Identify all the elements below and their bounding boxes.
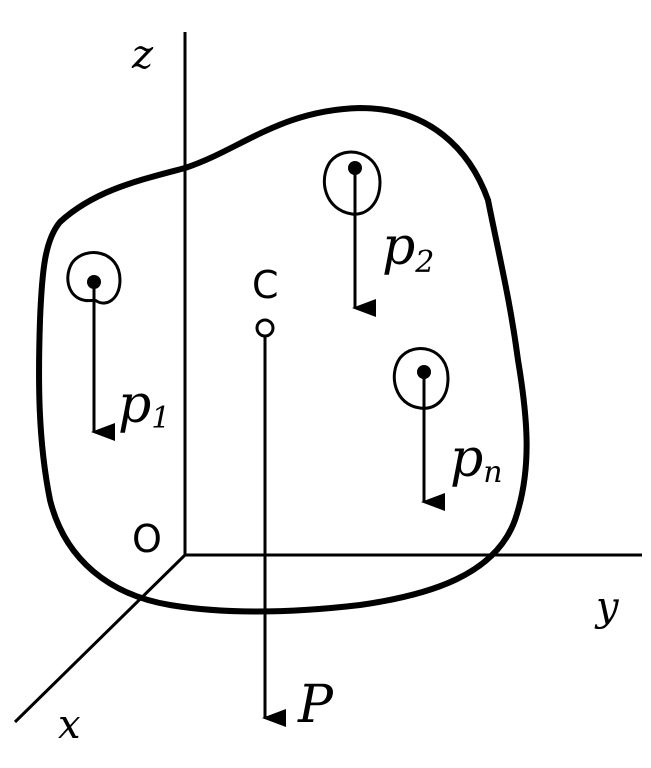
force-label-n: pn (450, 429, 503, 490)
center-point (255, 318, 275, 338)
origin-label: O (132, 517, 162, 561)
particle-n-loop (392, 347, 450, 410)
particle-2-loop (322, 150, 382, 216)
x-axis-label: x (58, 702, 81, 748)
resultant-label: P (297, 675, 334, 735)
force-label-1: p1 (118, 375, 170, 436)
z-axis-label: z (131, 32, 154, 78)
force-label-2: p2 (382, 217, 434, 280)
y-axis-label: y (594, 584, 620, 630)
rigid-body-outline (36, 104, 530, 615)
center-label: C (252, 263, 279, 307)
particle-1-loop (66, 251, 122, 305)
x-axis (13, 553, 187, 724)
